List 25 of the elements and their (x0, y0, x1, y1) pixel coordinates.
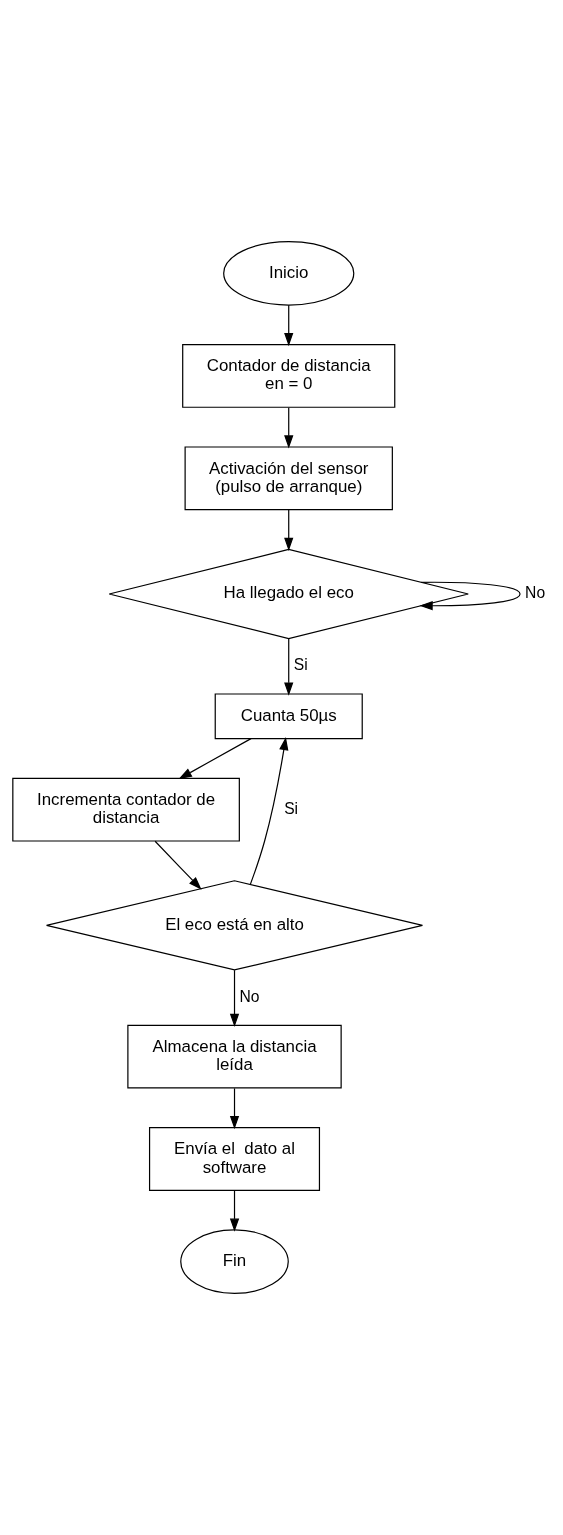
node-box: Activación del sensor (pulso de arranque) (184, 446, 393, 511)
node-ellipse: Inicio (223, 241, 355, 306)
arrow (419, 581, 521, 611)
node-ellipse: Fin (180, 1229, 289, 1294)
node-diamond: El eco está en alto (45, 880, 424, 971)
node-box: Cuanta 50µs (214, 693, 363, 740)
arrow (154, 840, 202, 890)
arrow (249, 736, 289, 885)
node-box: Almacena la distancia leída (127, 1024, 342, 1089)
edge-label: Si (284, 799, 299, 817)
arrow (229, 1190, 240, 1232)
arrow (229, 1087, 240, 1130)
arrow (284, 638, 294, 696)
node-box: Contador de distancia en = 0 (182, 344, 396, 408)
edge-label: Si (293, 656, 308, 674)
arrow (229, 969, 240, 1028)
node-box: Incrementa contador de distancia (12, 777, 240, 842)
edge-label: No (239, 987, 260, 1005)
arrow (284, 509, 294, 551)
node-diamond: Ha llegado el eco (108, 548, 469, 640)
arrow (178, 738, 252, 780)
edge-label: No (525, 584, 546, 602)
arrow (284, 304, 294, 347)
node-box: Envía el dato al software (149, 1127, 321, 1191)
arrow (284, 407, 294, 449)
